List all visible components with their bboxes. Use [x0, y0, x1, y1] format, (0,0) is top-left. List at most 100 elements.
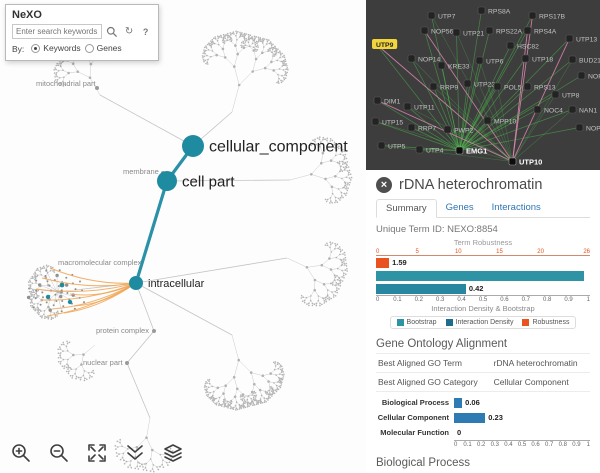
network-node[interactable] — [523, 82, 532, 91]
radio-icon[interactable] — [31, 43, 41, 53]
network-node-label[interactable]: MPP10 — [494, 119, 517, 126]
network-node[interactable] — [568, 105, 577, 114]
network-node-label[interactable]: NOP1 — [588, 74, 600, 81]
network-node[interactable] — [377, 141, 386, 150]
network-node[interactable] — [407, 123, 416, 132]
network-node-label[interactable]: NOP14 — [418, 57, 441, 64]
network-node-label[interactable]: RRP9 — [440, 85, 458, 92]
network-node[interactable] — [407, 54, 416, 63]
radio-icon[interactable] — [84, 43, 94, 53]
search-icon[interactable] — [106, 25, 119, 38]
network-node-selected[interactable] — [372, 39, 398, 49]
tree-node-label[interactable]: intracellular — [148, 278, 205, 290]
tree-term-label[interactable]: protein complex — [96, 326, 149, 335]
gene-network-svg[interactable]: UTP7 RPS8A RPS17B NOP56 UTP21 RPS22A RPS4A UTP1… — [366, 0, 600, 170]
network-node[interactable] — [452, 28, 461, 37]
network-node-label[interactable]: HSC82 — [517, 44, 539, 51]
network-node-label[interactable]: RPS22A — [496, 29, 523, 36]
network-node[interactable] — [577, 71, 586, 80]
tree-node-intracellular[interactable] — [129, 276, 143, 290]
network-node-label[interactable]: BUD21 — [579, 58, 600, 65]
tree-node-label[interactable]: cell part — [182, 173, 235, 190]
network-node-label[interactable]: NOC4 — [544, 108, 563, 115]
network-node-label[interactable]: NOP56 — [431, 29, 454, 36]
network-node[interactable] — [455, 146, 464, 155]
network-node[interactable] — [493, 82, 502, 91]
network-node[interactable] — [371, 117, 380, 126]
network-node[interactable] — [523, 26, 532, 35]
network-node[interactable] — [420, 26, 429, 35]
network-node-label[interactable]: UTP11 — [414, 105, 435, 112]
network-node[interactable] — [463, 79, 472, 88]
tree-term-label[interactable]: nuclear part — [83, 358, 124, 367]
network-node-label[interactable]: UTP6 — [486, 59, 504, 66]
network-node[interactable] — [429, 82, 438, 91]
tree-term-label[interactable]: membrane — [123, 167, 159, 176]
network-node-label[interactable]: UTP7 — [438, 14, 456, 21]
network-node[interactable] — [533, 105, 542, 114]
tree-term-label[interactable]: mitochondrial part — [36, 79, 97, 88]
network-node-label[interactable]: RPS8A — [488, 9, 511, 16]
network-node[interactable] — [475, 56, 484, 65]
layers-button[interactable] — [160, 441, 186, 467]
tree-term-label[interactable]: macromolecular complex — [58, 258, 142, 267]
network-node[interactable] — [528, 11, 537, 20]
network-node-label[interactable]: RPS4A — [534, 29, 557, 36]
network-node-label[interactable]: RPS13 — [534, 85, 556, 92]
network-node[interactable] — [373, 96, 382, 105]
tree-node-cellular-component[interactable] — [182, 135, 204, 157]
network-node-label[interactable]: NOP6 — [586, 126, 600, 133]
network-node-label[interactable]: DIM1 — [384, 99, 400, 106]
reset-search-icon[interactable]: ↻ — [124, 26, 134, 37]
tree-node-cell-part[interactable] — [157, 171, 177, 191]
tab-genes[interactable]: Genes — [445, 202, 474, 213]
network-node-label[interactable]: UTP8 — [562, 93, 580, 100]
network-node-label[interactable]: RPS17B — [539, 14, 566, 21]
network-node[interactable] — [477, 6, 486, 15]
tab-interactions[interactable]: Interactions — [491, 202, 541, 213]
search-mode-genes[interactable]: Genes — [84, 43, 122, 53]
help-icon[interactable]: ? — [142, 26, 149, 37]
network-node-label[interactable]: EMG1 — [466, 147, 487, 156]
close-icon[interactable]: × — [376, 177, 392, 193]
network-node[interactable] — [437, 61, 446, 70]
network-node[interactable] — [568, 55, 577, 64]
network-node-label[interactable]: UTP9 — [376, 42, 394, 49]
zoom-fit-button[interactable] — [84, 441, 110, 467]
tab-summary[interactable]: Summary — [376, 199, 437, 218]
network-node[interactable] — [485, 26, 494, 35]
network-node[interactable] — [483, 116, 492, 125]
search-mode-keywords[interactable]: Keywords — [31, 43, 81, 53]
search-input[interactable] — [12, 24, 102, 39]
network-node[interactable] — [508, 157, 517, 166]
network-node-label[interactable]: UTP4 — [426, 148, 444, 155]
network-node-label[interactable]: UTP21 — [463, 31, 484, 38]
network-node-label[interactable]: UTP18 — [532, 57, 553, 64]
network-node-label[interactable]: UTP13 — [576, 37, 597, 44]
network-node[interactable] — [551, 90, 560, 99]
network-node-label[interactable]: NAN1 — [579, 108, 597, 115]
network-node[interactable] — [565, 34, 574, 43]
collapse-all-button[interactable] — [122, 441, 148, 467]
network-node-label[interactable]: PWP2 — [454, 128, 473, 135]
tree-node-label[interactable]: cellular_component — [209, 139, 348, 156]
zoom-out-button[interactable] — [46, 441, 72, 467]
zoom-in-button[interactable] — [8, 441, 34, 467]
network-node-label[interactable]: UTP5 — [388, 144, 406, 151]
network-node-label[interactable]: POL5 — [504, 85, 522, 92]
network-node[interactable] — [403, 102, 412, 111]
network-node[interactable] — [575, 123, 584, 132]
network-node[interactable] — [443, 125, 452, 134]
network-node[interactable] — [506, 41, 515, 50]
network-node-label[interactable]: UTP22 — [474, 82, 495, 89]
network-node-label[interactable]: KRE33 — [448, 64, 470, 71]
network-node-label[interactable]: UTP10 — [519, 158, 542, 167]
network-node[interactable] — [427, 11, 436, 20]
gene-network-panel[interactable]: UTP7 RPS8A RPS17B NOP56 UTP21 RPS22A RPS4A UTP1… — [366, 0, 600, 170]
network-node[interactable] — [521, 54, 530, 63]
network-node-label[interactable]: RRP7 — [418, 126, 436, 133]
network-node-label[interactable]: UTP15 — [382, 120, 403, 127]
network-node[interactable] — [415, 145, 424, 154]
